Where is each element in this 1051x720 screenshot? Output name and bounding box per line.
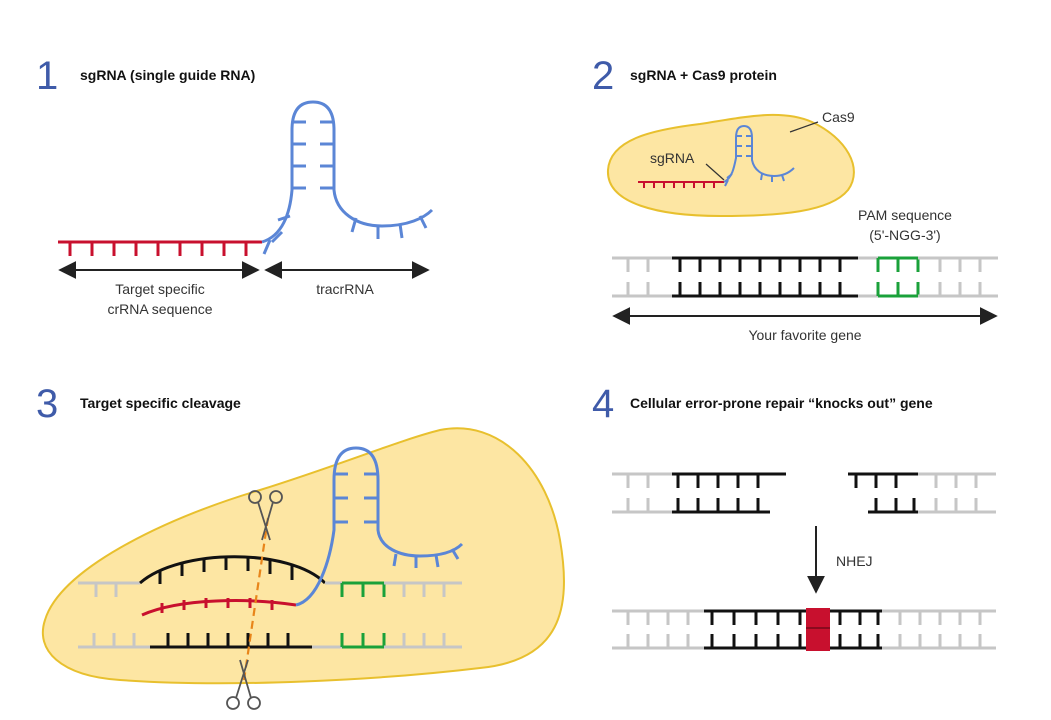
- panel-3-number: 3: [36, 382, 58, 426]
- nhej-label: NHEJ: [836, 553, 873, 569]
- cas9-protein-shape: [606, 113, 855, 218]
- panel-1-title: sgRNA (single guide RNA): [80, 67, 255, 83]
- panel-1: 1 sgRNA (single guide RNA) Target specif…: [36, 54, 434, 317]
- panel-4: 4 Cellular error-prone repair “knocks ou…: [592, 382, 996, 651]
- cas9-complex-shape: [41, 427, 565, 685]
- pam-label-line1: PAM sequence: [858, 207, 952, 223]
- tracrrna-label: tracrRNA: [316, 281, 374, 297]
- panel-4-number: 4: [592, 382, 614, 426]
- panel-2-title: sgRNA + Cas9 protein: [630, 67, 777, 83]
- cas9-leader-line: [789, 121, 819, 133]
- repaired-dna: [612, 609, 996, 650]
- sgrna-leader-line: [705, 163, 725, 181]
- crrna-label-line1: Target specific: [115, 281, 204, 297]
- scissors-icon: [248, 490, 283, 541]
- panel-1-number: 1: [36, 54, 58, 98]
- sgrna-label: sgRNA: [650, 150, 695, 166]
- panel-2-number: 2: [592, 54, 614, 98]
- crrna-label-line2: crRNA sequence: [107, 301, 212, 317]
- gene-label: Your favorite gene: [748, 327, 861, 343]
- pam-label-line2: (5'-NGG-3'): [869, 227, 940, 243]
- scissors-icon: [226, 659, 261, 710]
- cleavage-cut-line: [242, 517, 270, 681]
- cleavage-dna: [78, 446, 464, 649]
- broken-dna: [612, 472, 996, 514]
- mini-sgrna: [638, 124, 795, 188]
- panel-4-title: Cellular error-prone repair “knocks out”…: [630, 395, 933, 411]
- indel-mutation-block: [806, 608, 830, 651]
- panel-3-title: Target specific cleavage: [80, 395, 241, 411]
- tracrrna-strand: [261, 100, 434, 255]
- panel-3: 3 Target specific cleavage: [36, 382, 565, 710]
- gene-dna: [612, 256, 998, 298]
- cas9-label: Cas9: [822, 109, 855, 125]
- crrna-strand: [58, 240, 262, 256]
- panel-2: 2 sgRNA + Cas9 protein Cas9 sgRNA PAM se…: [592, 54, 998, 343]
